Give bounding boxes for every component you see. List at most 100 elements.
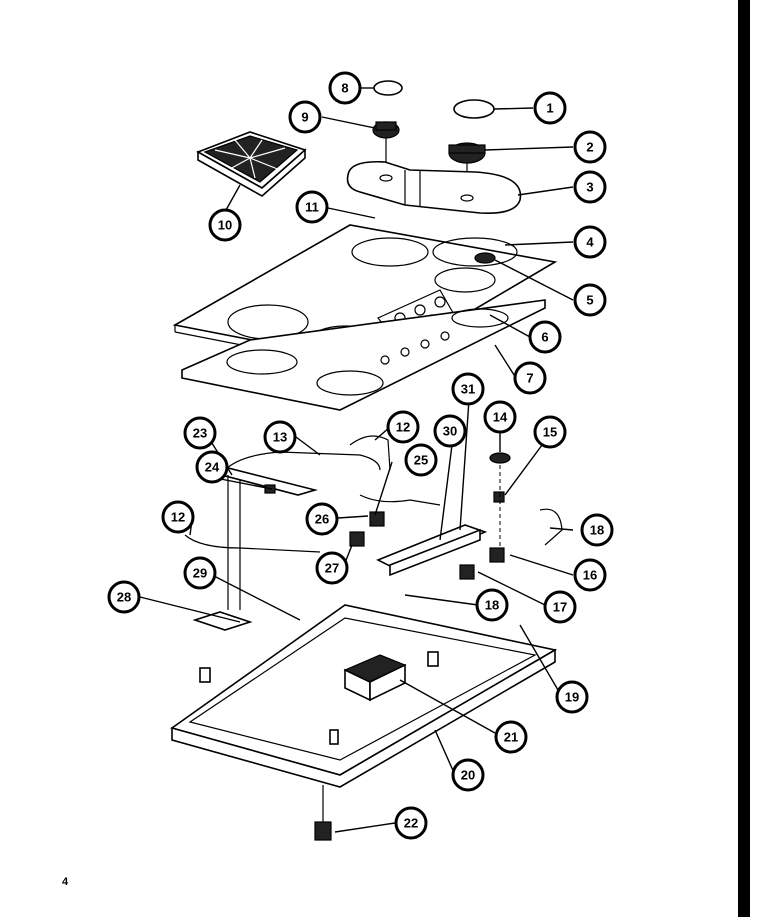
callout-label: 8 xyxy=(341,81,348,96)
part-bottom-fitting xyxy=(314,785,332,841)
callout-26: 26 xyxy=(305,502,339,536)
callout-label: 11 xyxy=(305,200,319,215)
callout-circle xyxy=(433,414,467,448)
callout-2: 2 xyxy=(573,130,607,164)
callout-label: 4 xyxy=(586,235,594,250)
callout-label: 16 xyxy=(583,568,597,583)
callout-18: 18 xyxy=(475,588,509,622)
callout-circle xyxy=(183,556,217,590)
callout-12: 12 xyxy=(161,500,195,534)
callout-circle xyxy=(183,416,217,450)
page-number: 4 xyxy=(62,876,69,888)
callout-circle xyxy=(533,415,567,449)
callout-label: 14 xyxy=(493,410,508,425)
callout-circle xyxy=(573,130,607,164)
callout-label: 15 xyxy=(543,425,557,440)
callout-label: 20 xyxy=(461,768,475,783)
part-tube-upper xyxy=(224,451,381,471)
callout-5: 5 xyxy=(573,283,607,317)
callout-circle xyxy=(543,590,577,624)
callout-24: 24 xyxy=(195,450,229,484)
callout-circle xyxy=(315,551,349,585)
callout-29: 29 xyxy=(183,556,217,590)
callout-label: 21 xyxy=(504,730,518,745)
callout-group: 1234567891011121213141516171818192021222… xyxy=(107,71,614,840)
callout-12: 12 xyxy=(386,410,420,444)
callout-23: 23 xyxy=(183,416,217,450)
callout-circle xyxy=(161,500,195,534)
callout-circle xyxy=(451,372,485,406)
callout-label: 19 xyxy=(565,690,579,705)
callout-18: 18 xyxy=(580,513,614,547)
part-pan-clip-front xyxy=(329,729,339,745)
callout-circle xyxy=(555,680,589,714)
part-tube-far-right xyxy=(539,508,563,546)
page-edge-bar xyxy=(738,0,750,917)
callout-10: 10 xyxy=(208,208,242,242)
callout-circle xyxy=(208,208,242,242)
part-valve-left xyxy=(349,511,385,547)
callout-circle xyxy=(573,170,607,204)
callout-label: 13 xyxy=(273,430,287,445)
callout-label: 24 xyxy=(205,460,220,475)
callout-circle xyxy=(195,450,229,484)
callout-label: 2 xyxy=(586,140,593,155)
callout-label: 26 xyxy=(315,512,329,527)
callout-label: 5 xyxy=(586,293,593,308)
callout-6: 6 xyxy=(528,320,562,354)
callout-label: 9 xyxy=(301,110,308,125)
part-tube-left xyxy=(184,534,321,553)
callout-label: 25 xyxy=(414,453,428,468)
callout-circle xyxy=(513,361,547,395)
callout-label: 6 xyxy=(541,330,548,345)
callout-label: 17 xyxy=(553,600,567,615)
part-grill-grate xyxy=(196,131,307,197)
part-small-cap xyxy=(373,80,403,96)
callout-19: 19 xyxy=(555,680,589,714)
part-seal-ring xyxy=(489,452,511,464)
callout-circle xyxy=(328,71,362,105)
callout-circle xyxy=(573,225,607,259)
callout-label: 30 xyxy=(443,424,457,439)
callout-circle xyxy=(483,400,517,434)
callout-circle xyxy=(394,806,428,840)
callout-7: 7 xyxy=(513,361,547,395)
part-small-burner-head xyxy=(372,121,400,175)
part-burner-base-plate xyxy=(346,160,522,215)
callout-circle xyxy=(295,190,329,224)
callout-label: 7 xyxy=(526,371,533,386)
callout-9: 9 xyxy=(288,100,322,134)
callout-circle xyxy=(305,502,339,536)
callout-label: 31 xyxy=(461,382,475,397)
callout-label: 10 xyxy=(218,218,232,233)
callout-label: 22 xyxy=(404,816,418,831)
part-tube-mid xyxy=(359,494,441,506)
callout-label: 28 xyxy=(117,590,131,605)
part-burner-ring xyxy=(474,252,496,264)
callout-label: 29 xyxy=(193,566,207,581)
callout-circle xyxy=(528,320,562,354)
part-large-burner-head xyxy=(448,142,486,198)
callout-circle xyxy=(494,720,528,754)
part-large-cap xyxy=(453,99,495,119)
callout-14: 14 xyxy=(483,400,517,434)
callout-circle xyxy=(573,558,607,592)
callout-circle xyxy=(107,580,141,614)
callout-circle xyxy=(580,513,614,547)
callout-circle xyxy=(533,91,567,125)
callout-label: 3 xyxy=(586,180,593,195)
part-clip xyxy=(493,491,505,503)
callout-15: 15 xyxy=(533,415,567,449)
part-tube-right xyxy=(349,435,391,471)
callout-20: 20 xyxy=(451,758,485,792)
callout-21: 21 xyxy=(494,720,528,754)
callout-label: 12 xyxy=(171,510,185,525)
part-wire-bracket xyxy=(192,611,253,631)
callout-label: 12 xyxy=(396,420,410,435)
callout-circle xyxy=(404,443,438,477)
callout-circle xyxy=(475,588,509,622)
callout-17: 17 xyxy=(543,590,577,624)
part-gasket-frame xyxy=(181,299,546,411)
callout-label: 18 xyxy=(590,523,604,538)
